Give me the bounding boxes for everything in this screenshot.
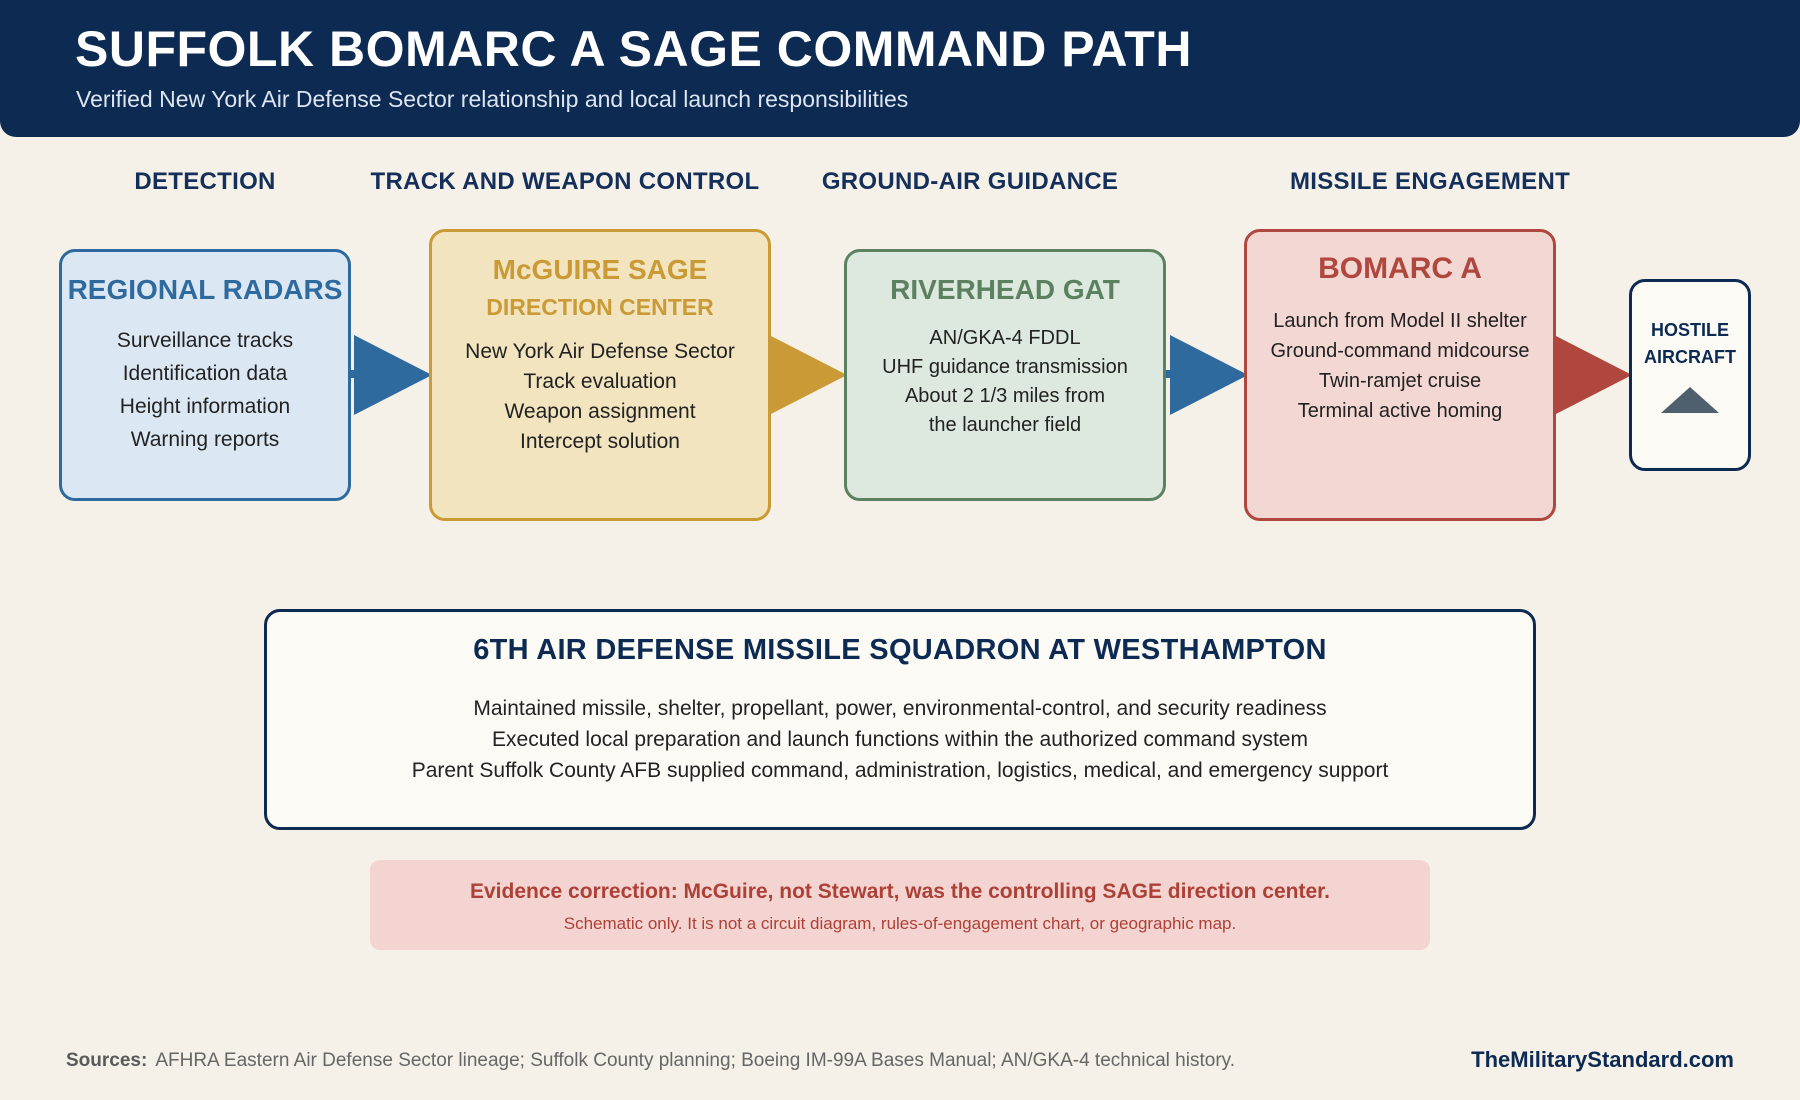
- node-riverhead-gat-title: RIVERHEAD GAT: [890, 274, 1120, 305]
- stage-label-track-control: TRACK AND WEAPON CONTROL: [370, 168, 760, 195]
- aircraft-icon: [1661, 387, 1719, 413]
- squadron-panel: 6TH AIR DEFENSE MISSILE SQUADRON AT WEST…: [264, 609, 1536, 830]
- node-bomarc-a-title: BOMARC A: [1318, 252, 1482, 285]
- sage-line: New York Air Defense Sector: [465, 340, 735, 363]
- arrow-sage-to-gat: [769, 335, 847, 415]
- sources-label: Sources:: [66, 1050, 148, 1071]
- bomarc-line: Launch from Model II shelter: [1273, 310, 1527, 332]
- node-riverhead-gat: RIVERHEAD GAT AN/GKA-4 FDDL UHF guidance…: [844, 249, 1166, 501]
- arrow-gat-to-bomarc: [1158, 335, 1248, 415]
- evidence-correction-headline: Evidence correction: McGuire, not Stewar…: [469, 880, 1330, 903]
- sources-text: AFHRA Eastern Air Defense Sector lineage…: [155, 1050, 1236, 1071]
- node-mcguire-sage-subtitle: DIRECTION CENTER: [486, 294, 714, 320]
- sage-line: Intercept solution: [520, 430, 680, 453]
- arrow-radars-to-sage: [340, 335, 432, 415]
- arrow-bomarc-to-target: [1554, 335, 1632, 415]
- squadron-title: 6TH AIR DEFENSE MISSILE SQUADRON AT WEST…: [473, 634, 1327, 666]
- squadron-line: Maintained missile, shelter, propellant,…: [473, 697, 1327, 720]
- sage-line: Weapon assignment: [504, 400, 696, 423]
- node-mcguire-sage: McGUIRE SAGE DIRECTION CENTER New York A…: [429, 229, 771, 521]
- page-title: SUFFOLK BOMARC A SAGE COMMAND PATH: [75, 21, 1192, 77]
- stage-label-engagement: MISSILE ENGAGEMENT: [1289, 168, 1571, 195]
- evidence-correction-detail: Schematic only. It is not a circuit diag…: [563, 914, 1237, 933]
- gat-line: AN/GKA-4 FDDL: [929, 327, 1081, 349]
- squadron-line: Parent Suffolk County AFB supplied comma…: [411, 759, 1389, 782]
- sources-footer: Sources: AFHRA Eastern Air Defense Sector…: [66, 1050, 1235, 1072]
- brand-credit: TheMilitaryStandard.com: [1471, 1047, 1734, 1072]
- node-mcguire-sage-title: McGUIRE SAGE: [492, 254, 708, 285]
- bomarc-line: Twin-ramjet cruise: [1318, 370, 1482, 392]
- node-regional-radars-title: REGIONAL RADARS: [67, 274, 343, 305]
- sage-line: Track evaluation: [523, 370, 677, 393]
- bomarc-line: Ground-command midcourse: [1270, 340, 1530, 362]
- hostile-aircraft-label-2: AIRCRAFT: [1644, 347, 1736, 367]
- node-bomarc-a: BOMARC A Launch from Model II shelter Gr…: [1244, 229, 1556, 521]
- node-regional-radars: REGIONAL RADARS Surveillance tracks Iden…: [59, 249, 351, 501]
- radars-line: Surveillance tracks: [116, 329, 294, 352]
- evidence-correction-note: Evidence correction: McGuire, not Stewar…: [370, 860, 1430, 950]
- radars-line: Identification data: [122, 362, 288, 385]
- gat-line: UHF guidance transmission: [882, 356, 1128, 378]
- page-subtitle: Verified New York Air Defense Sector rel…: [76, 86, 909, 112]
- stage-label-detection: DETECTION: [134, 168, 276, 195]
- header-banner: SUFFOLK BOMARC A SAGE COMMAND PATH Verif…: [0, 0, 1800, 137]
- gat-line: About 2 1/3 miles from: [904, 385, 1106, 407]
- hostile-aircraft-label-1: HOSTILE: [1650, 320, 1729, 340]
- radars-line: Height information: [119, 395, 291, 418]
- gat-line: the launcher field: [928, 414, 1082, 436]
- bomarc-line: Terminal active homing: [1297, 400, 1503, 422]
- squadron-line: Executed local preparation and launch fu…: [492, 728, 1308, 751]
- node-hostile-aircraft: HOSTILE AIRCRAFT: [1629, 279, 1751, 471]
- stage-label-guidance: GROUND-AIR GUIDANCE: [821, 168, 1119, 195]
- radars-line: Warning reports: [130, 428, 280, 451]
